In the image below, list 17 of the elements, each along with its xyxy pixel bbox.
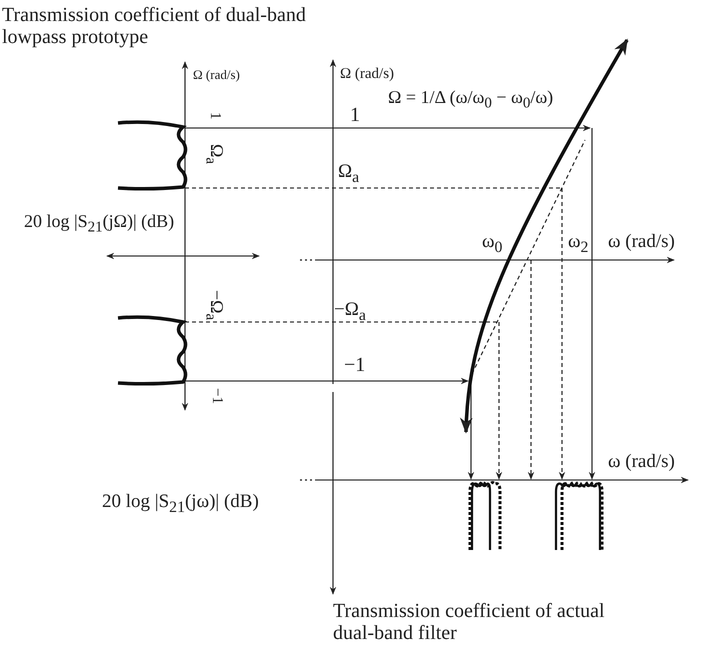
tick-label: −Ω$_{a}$ [334, 300, 366, 324]
axis-label: 20 log |S$_{21}$(jΩ)| (dB) [24, 212, 174, 236]
point-label: ω$_{2}$ [568, 232, 588, 256]
axis-label: 20 log |S$_{21}$(jω)| (dB) [102, 492, 259, 516]
axis-label: ω (rad/s) [608, 232, 675, 253]
tick-label: 1 [350, 104, 360, 126]
point-label: ω$_{0}$ [482, 232, 502, 256]
axis-label: Ω (rad/s) [193, 68, 240, 82]
axis-label: ω (rad/s) [608, 452, 675, 473]
axis-label: Ω (rad/s) [340, 66, 394, 82]
equation: Ω = 1/Δ (ω/ω$_{0}$ − ω$_{0}$/ω) [388, 88, 554, 112]
caption-text: Transmission coefficient of dual-band lowpass prototype [2, 4, 307, 48]
caption-text: Transmission coefficient of actual dual-band filter [333, 600, 606, 644]
tick-label: −1 [208, 388, 225, 404]
tick-label: 1 [206, 112, 223, 120]
tick-label: −1 [344, 354, 366, 376]
tick-label: Ω$_{a}$ [338, 162, 360, 186]
